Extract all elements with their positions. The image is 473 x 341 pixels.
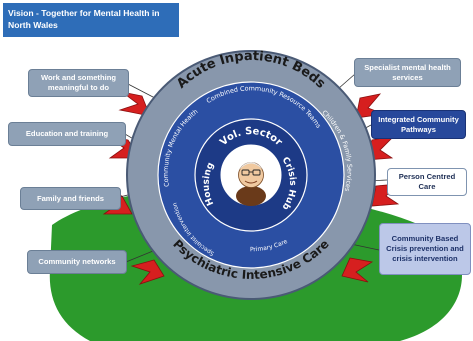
vision-title: Vision - Together for Mental Health in N… — [3, 3, 179, 37]
box-education: Education and training — [8, 122, 126, 146]
box-person-centred: Person Centred Care — [387, 168, 467, 196]
box-specialist-services: Specialist mental health services — [354, 58, 461, 87]
person-figure — [236, 162, 266, 206]
svg-text:Housing: Housing — [202, 161, 217, 207]
label-housing: Housing — [202, 161, 217, 207]
box-crisis-prevention: Community Based Crisis prevention and cr… — [379, 223, 471, 275]
box-community-networks: Community networks — [27, 250, 127, 274]
box-work: Work and something meaningful to do — [28, 69, 129, 97]
box-family: Family and friends — [20, 187, 121, 210]
box-integrated-pathways: Integrated Community Pathways — [371, 110, 466, 139]
